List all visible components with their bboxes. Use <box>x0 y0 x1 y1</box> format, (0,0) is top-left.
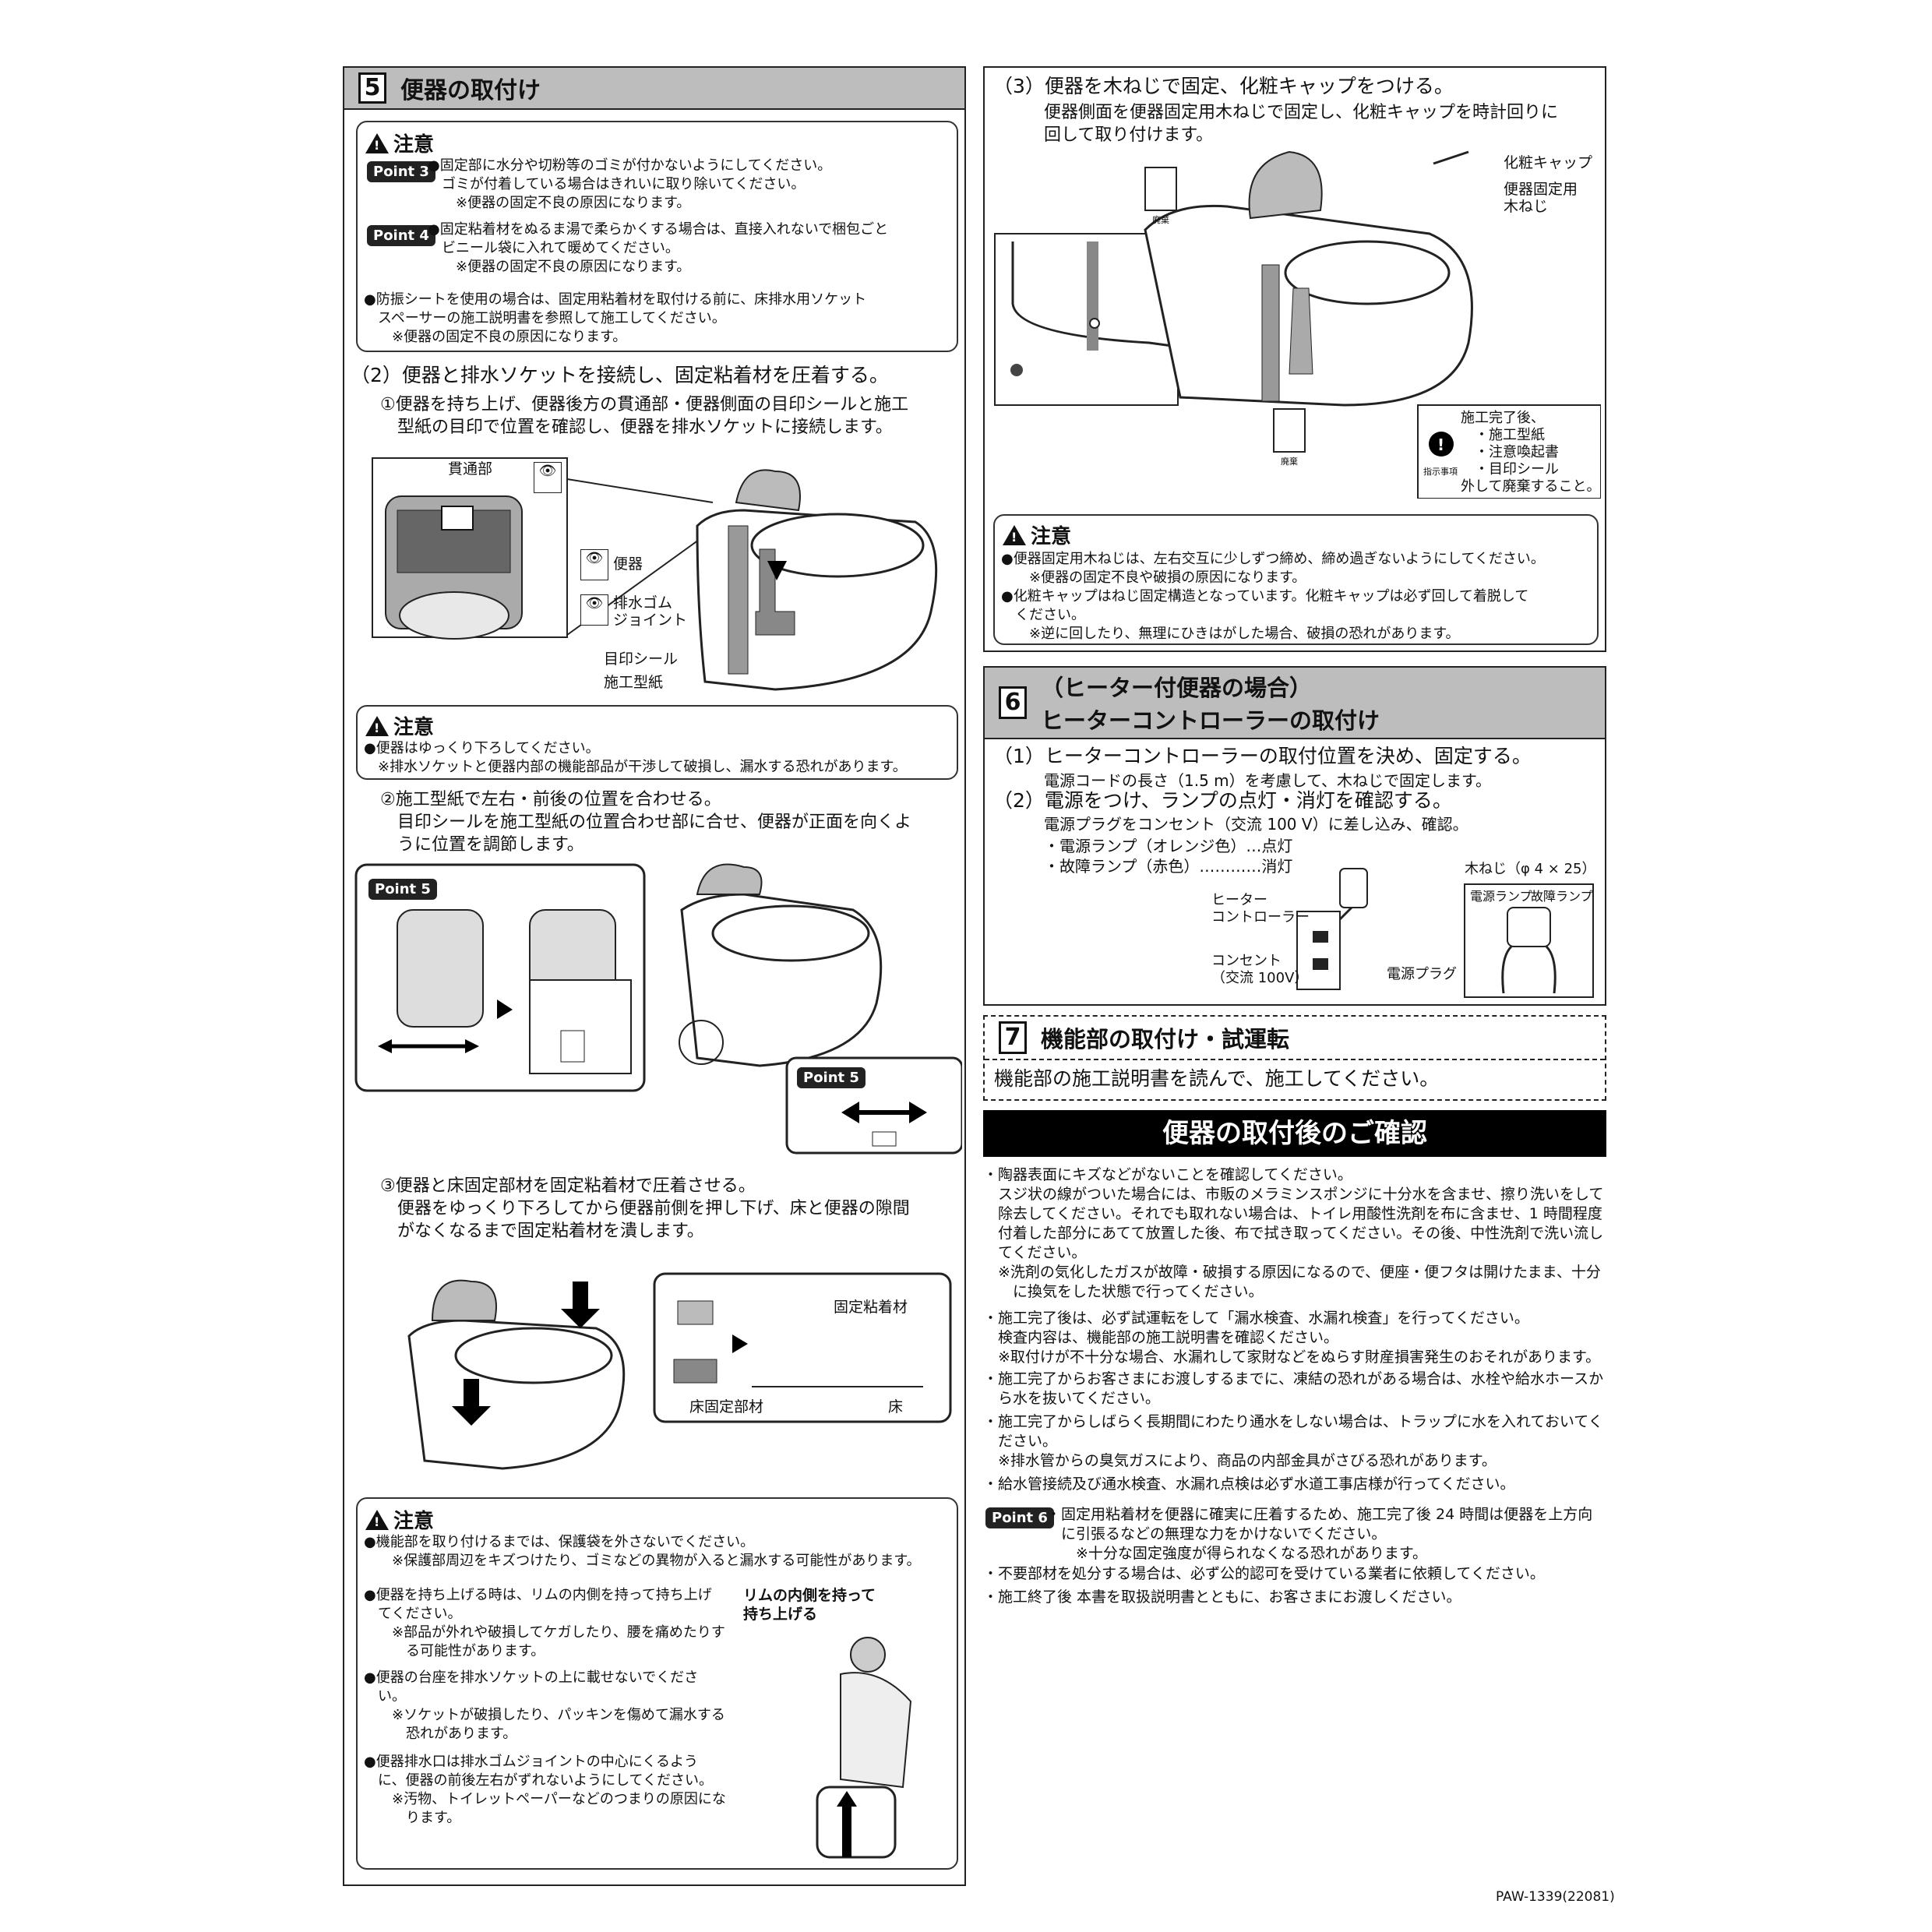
step2-2-text: ②施工型紙で左右・前後の位置を合わせる。 目印シールを施工型紙の位置合わせ部に合… <box>380 790 912 855</box>
screw-cap-illustration: ! <box>994 150 1602 499</box>
point6-text: ・固定用粘着材を便器に確実に圧着するため、施工完了後 24 時間は便器を上方向 … <box>1046 1506 1593 1562</box>
section6-title: （ヒーター付便器の場合） ヒーターコントローラーの取付け <box>1041 675 1380 734</box>
label-cap: 化粧キャップ <box>1504 154 1593 171</box>
label-haisui-joint: 排水ゴム ジョイント <box>613 594 688 629</box>
label-power-lamp: 電源ランプ <box>1470 889 1532 904</box>
caution-heading-step3: 注意 <box>1003 520 1071 549</box>
figure-align-position: Point 5 Point 5 <box>354 863 964 1155</box>
section7-text: 機能部の施工説明書を読んで、施工してください。 <box>994 1067 1440 1090</box>
section6-panel: 6 （ヒーター付便器の場合） ヒーターコントローラーの取付け <box>983 666 1606 1006</box>
label-kantsu: 貫通部 <box>448 460 493 478</box>
caution-box-step3: 注意 ●便器固定用木ねじは、左右交互に少しずつ締め、締め過ぎないようにしてくださ… <box>993 514 1599 645</box>
align-illustration <box>354 863 964 1155</box>
label-yuka: 床 <box>888 1398 904 1416</box>
completion-note: 施工完了後、 ・施工型紙 ・注意喚起書 ・目印シール 外して廃棄すること。 <box>1461 410 1601 495</box>
section7-header: 7 機能部の取付け・試運転 <box>985 1017 1605 1060</box>
confirm-bullet-4: ・施工完了からしばらく長期間にわたり通水をしない場合は、トラップに水を入れておい… <box>983 1413 1603 1469</box>
label-trash-2: 廃棄 <box>1281 457 1298 467</box>
step2-3-text: ③便器と床固定部材を固定粘着材で圧着させる。 便器をゆっくり下ろしてから便器前側… <box>380 1176 910 1241</box>
label-outlet: コンセント （交流 100V） <box>1211 953 1309 986</box>
section6-step1-note: 電源コードの長さ（1.5 m）を考慮して、木ねじで固定します。 <box>1044 771 1492 790</box>
lift-label: リムの内側を持って 持ち上げる <box>743 1587 876 1623</box>
caution-bottom-item3: ●便器の台座を排水ソケットの上に載せないでくださ い。 ※ソケットが破損したり、… <box>364 1669 725 1742</box>
section7-panel: 7 機能部の取付け・試運転 機能部の施工説明書を読んで、施工してください。 <box>983 1015 1606 1101</box>
point5-badge-b: Point 5 <box>797 1067 866 1088</box>
caution-heading-bottom: 注意 <box>365 1505 434 1534</box>
confirm-bullet-5: ・給水管接続及び通水検査、水漏れ点検は必ず水道工事店様が行ってください。 <box>983 1475 1515 1493</box>
label-trash-1: 廃棄 <box>1152 215 1169 225</box>
caution-bottom-item1: ●機能部を取り付けるまでは、保護袋を外さないでください。 ※保護部周辺をキズつけ… <box>364 1534 921 1569</box>
label-heater-controller: ヒーター コントローラー <box>1211 892 1310 925</box>
label-yuka-buzai: 床固定部材 <box>689 1398 764 1416</box>
step2-title: （2）便器と排水ソケットを接続し、固定粘着材を圧着する。 <box>351 364 889 386</box>
point4-text: ●固定粘着材をぬるま湯で柔らかくする場合は、直接入れないで梱包ごと ビニール袋に… <box>428 221 889 275</box>
figure-press-adhesive: 固定粘着材 床固定部材 床 <box>378 1250 954 1492</box>
caution-step3-text: ●便器固定用木ねじは、左右交互に少しずつ締め、締め過ぎないようにしてください。 … <box>1001 551 1545 642</box>
warning-icon-bottom <box>365 1509 389 1530</box>
confirm-bullet-2: ・施工完了後は、必ず試運転をして「漏水検査、水漏れ検査」を行ってください。 検査… <box>983 1310 1601 1366</box>
caution-mid-text: ●便器はゆっくり下ろしてください。 ※排水ソケットと便器内部の機能部品が干渉して… <box>364 740 907 775</box>
caution-box-bottom: 注意 ●機能部を取り付けるまでは、保護袋を外さないでください。 ※保護部周辺をキ… <box>356 1497 958 1870</box>
step2-1-text: ①便器を持ち上げ、便器後方の貫通部・便器側面の目印シールと施工 型紙の目印で位置… <box>380 395 909 437</box>
step3-panel <box>983 66 1606 652</box>
confirm-bullet-6: ・不要部材を処分する場合は、必ず公的認可を受けている業者に依頼してください。 <box>983 1565 1545 1582</box>
section5-panel: 5 便器の取付け <box>343 66 966 1886</box>
section6-number: 6 <box>999 686 1027 719</box>
label-katagami: 施工型紙 <box>604 674 664 691</box>
confirm-title-bar: 便器の取付後のご確認 <box>983 1110 1606 1157</box>
confirm-bullet-7: ・施工終了後 本書を取扱説明書とともに、お客さまにお渡しください。 <box>983 1588 1461 1606</box>
section5-title: 便器の取付け <box>400 77 541 104</box>
point3-text: ●固定部に水分や切粉等のゴミが付かないようにしてください。 ゴミが付着している場… <box>428 157 832 211</box>
label-fault-lamp: 故障ランプ <box>1531 889 1593 904</box>
figure-connect-socket: 👁 貫通部 👁 便器 👁 排水ゴム ジョイント 目印シール 施工型紙 <box>370 456 962 697</box>
section6-step2: （2）電源をつけ、ランプの点灯・消灯を確認する。 <box>993 789 1452 812</box>
section6-step2-note: 電源プラグをコンセント（交流 100 V）に差し込み、確認。 <box>1044 815 1468 834</box>
caution-box-top: 注意 Point 3 ●固定部に水分や切粉等のゴミが付かないようにしてください。… <box>356 121 958 352</box>
caution-heading-mid: 注意 <box>365 711 434 740</box>
heater-controller-illustration <box>1296 868 1594 998</box>
caution-heading: 注意 <box>365 129 434 157</box>
caution-bottom-item4: ●便器排水口は排水ゴムジョイントの中心にくるよう に、便器の前後左右がずれないよ… <box>364 1754 726 1826</box>
confirm-bullet-1: ・陶器表面にキズなどがないことを確認してください。 スジ状の線がついた場合には、… <box>983 1166 1604 1300</box>
step3-text: 便器側面を便器固定用木ねじで固定し、化粧キャップを時計回りに 回して取り付けます… <box>1044 103 1559 145</box>
label-wood-screw: 木ねじ（φ 4 × 25） <box>1465 861 1596 877</box>
point6-badge: Point 6 <box>985 1507 1054 1528</box>
worker-lifting-illustration <box>816 1637 912 1859</box>
section6-step1: （1）ヒーターコントローラーの取付位置を決め、固定する。 <box>993 745 1532 767</box>
figure-screw-cap: ! 化粧キャップ 便器固定用 木ねじ 廃棄 廃棄 指示事項 施工完了後、 ・施工… <box>993 148 1602 499</box>
point5-badge-a: Point 5 <box>368 879 437 900</box>
confirm-bullet-3: ・施工完了からお客さまにお渡しするまでに、凍結の恐れがある場合は、水栓や給水ホー… <box>983 1370 1604 1407</box>
step3-title: （3）便器を木ねじで固定、化粧キャップをつける。 <box>993 75 1454 97</box>
section5-header: 5 便器の取付け <box>344 68 964 110</box>
footer-code: PAW-1339(22081) <box>1496 1889 1615 1905</box>
label-nenchaku: 固定粘着材 <box>834 1299 908 1316</box>
eye-check-icon-2: 👁 <box>580 549 608 580</box>
label-power-plug: 電源プラグ <box>1387 966 1457 982</box>
section6-header: 6 （ヒーター付便器の場合） ヒーターコントローラーの取付け <box>985 668 1605 739</box>
warning-icon-step3 <box>1003 524 1026 545</box>
vibration-sheet-text: ●防振シートを使用の場合は、固定用粘着材を取付ける前に、床排水用ソケット スペー… <box>364 291 867 345</box>
svg-text:!: ! <box>1437 435 1444 454</box>
eye-check-icon-3: 👁 <box>580 594 608 626</box>
section5-number: 5 <box>358 72 386 104</box>
point3-badge: Point 3 <box>367 161 435 182</box>
warning-icon-mid <box>365 715 389 736</box>
label-benki: 便器 <box>613 555 643 573</box>
label-instruction-icon: 指示事項 <box>1423 467 1458 477</box>
section7-number: 7 <box>999 1021 1027 1054</box>
section6-lamp2: ・故障ランプ（赤色）…………消灯 <box>1044 857 1293 876</box>
figure-heater-controller: 木ねじ（φ 4 × 25） ヒーター コントローラー コンセント （交流 100… <box>1208 857 1597 1001</box>
label-fix-screw: 便器固定用 木ねじ <box>1504 181 1578 215</box>
press-illustration <box>407 1272 952 1470</box>
section7-title: 機能部の取付け・試運転 <box>1041 1026 1290 1052</box>
section6-lamp1: ・電源ランプ（オレンジ色）…点灯 <box>1044 837 1293 855</box>
toilet-connect-illustration <box>372 457 938 691</box>
caution-box-mid: 注意 ●便器はゆっくり下ろしてください。 ※排水ソケットと便器内部の機能部品が干… <box>356 705 958 780</box>
eye-check-icon: 👁 <box>534 462 562 493</box>
label-mejirushi: 目印シール <box>604 650 679 668</box>
caution-bottom-item2: ●便器を持ち上げる時は、リムの内側を持って持ち上げ てください。 ※部品が外れや… <box>364 1587 725 1659</box>
point4-badge: Point 4 <box>367 225 435 246</box>
warning-icon <box>365 132 389 153</box>
